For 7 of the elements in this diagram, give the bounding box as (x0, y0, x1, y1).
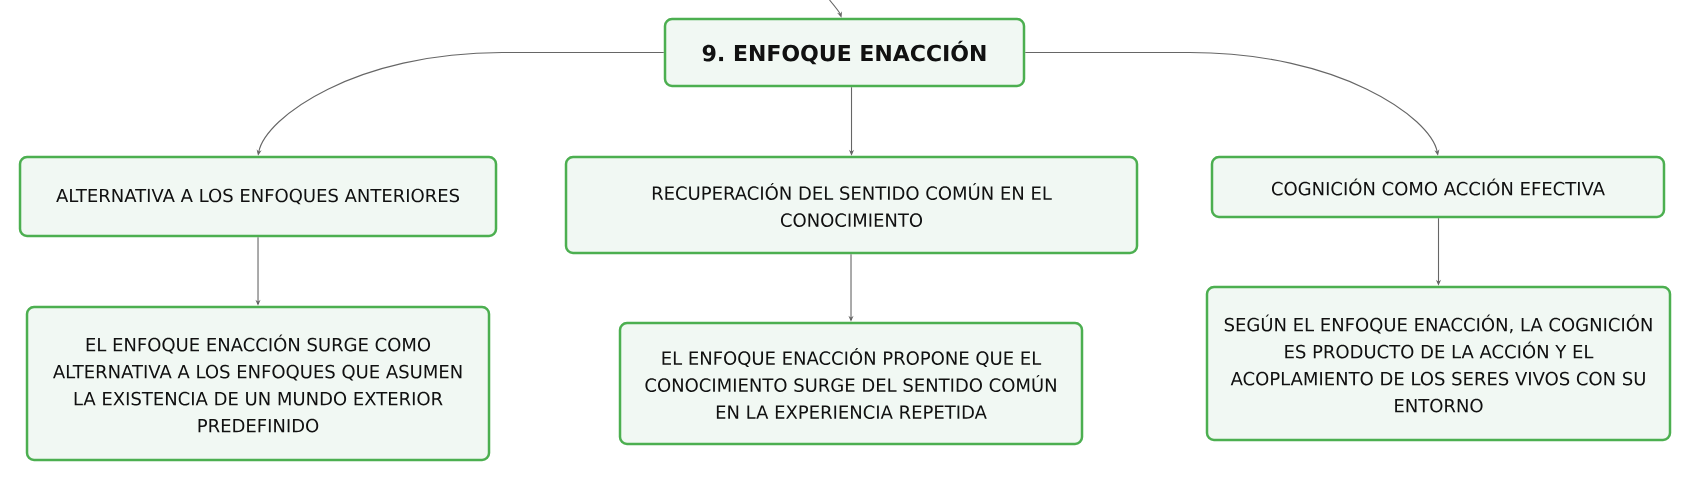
concept-box: SEGÚN EL ENFOQUE ENACCIÓN, LA COGNICIÓN ES PRODUCTO DE LA ACCIÓN Y EL ACOPLAMIENTO DE LOS SERES VIVOS CON SU ENTORNO (1205, 285, 1672, 442)
concept-box: COGNICIÓN COMO ACCIÓN EFECTIVA (1210, 155, 1666, 219)
concept-box: 9. ENFOQUE ENACCIÓN (663, 17, 1026, 88)
concept-box: EL ENFOQUE ENACCIÓN SURGE COMO ALTERNATIVA A LOS ENFOQUES QUE ASUMEN LA EXISTENCIA DE UN MUNDO EXTERIOR PREDEFINIDO (25, 305, 491, 462)
concept-box: ALTERNATIVA A LOS ENFOQUES ANTERIORES (18, 155, 498, 238)
concept-box: RECUPERACIÓN DEL SENTIDO COMÚN EN EL CONOCIMIENTO (564, 155, 1139, 255)
concept-box: EL ENFOQUE ENACCIÓN PROPONE QUE EL CONOCIMIENTO SURGE DEL SENTIDO COMÚN EN LA EXPERIENCIA REPETIDA (618, 321, 1084, 446)
